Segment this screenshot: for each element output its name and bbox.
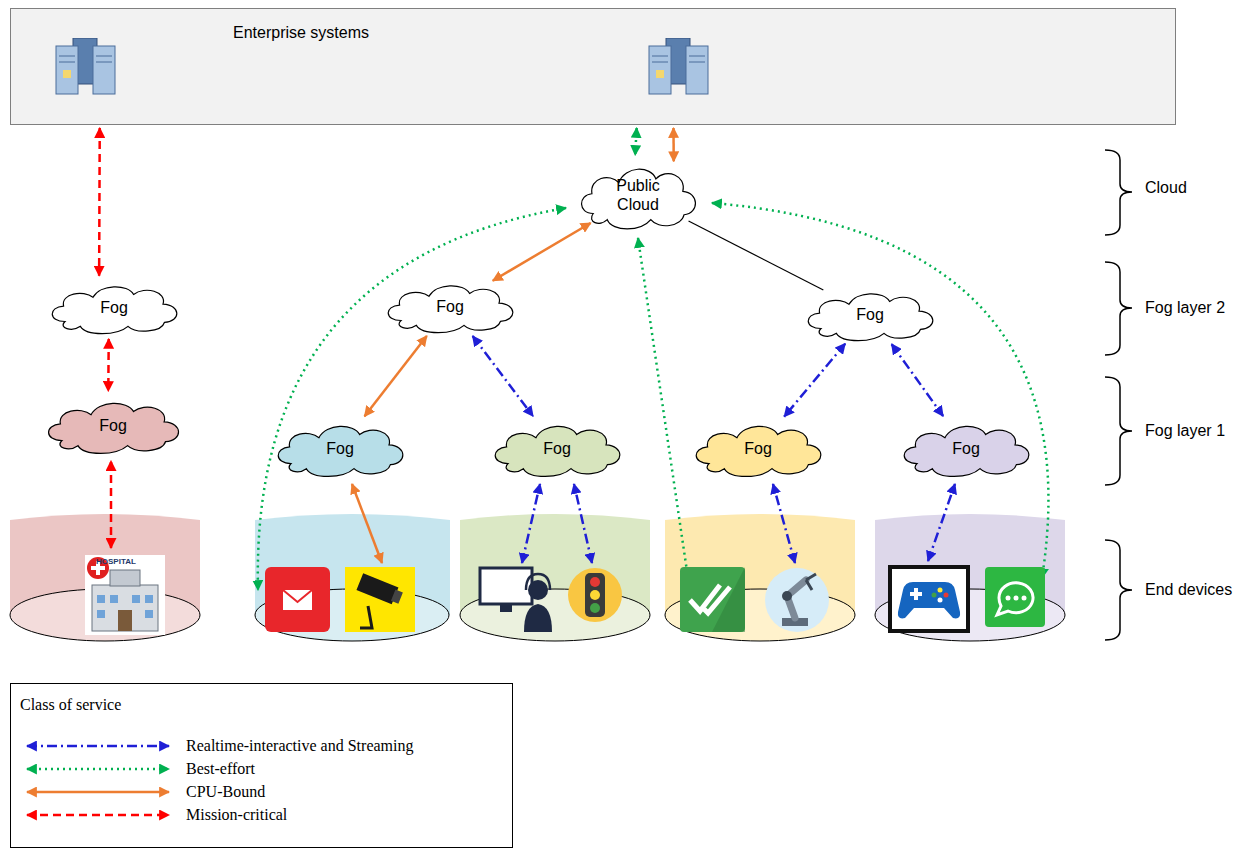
cloud-node: Fog [380, 277, 520, 335]
node-label: Fog [326, 439, 354, 458]
cloud-outline [574, 158, 702, 232]
node-label: Fog [436, 297, 464, 316]
cloud-node: Fog [44, 278, 184, 336]
connector [892, 344, 943, 416]
cloud-node: Fog [896, 417, 1036, 479]
layer-label: Fog layer 1 [1145, 421, 1225, 440]
node-label: Fog [856, 305, 884, 324]
cloud-node: Public Cloud [574, 158, 702, 232]
connector [107, 339, 110, 391]
enterprise-band: Enterprise systems [10, 8, 1176, 125]
band-title: Enterprise systems [233, 23, 369, 42]
node-label: Fog [744, 439, 772, 458]
cloud-node: Fog [487, 417, 627, 479]
legend-text: CPU-Bound [186, 782, 265, 801]
connector [689, 221, 824, 290]
node-label: Fog [100, 298, 128, 317]
layer-label: Fog layer 2 [1145, 298, 1225, 317]
connector [473, 336, 533, 416]
cloud-node: Fog [688, 417, 828, 479]
legend-text: Realtime-interactive and Streaming [186, 736, 413, 755]
node-label: Public Cloud [606, 176, 670, 214]
connector [98, 128, 101, 276]
layer-label: Cloud [1145, 178, 1187, 197]
cloud-node: Fog [40, 394, 186, 456]
icon-text: HOSPITAL [96, 557, 136, 567]
legend-text: Best-effort [186, 759, 255, 778]
connector [365, 336, 427, 416]
legend-text: Mission-critical [186, 805, 287, 824]
connector [635, 128, 636, 155]
legend-title: Class of service [20, 695, 121, 714]
cloud-node: Fog [800, 285, 940, 343]
node-label: Fog [952, 439, 980, 458]
connector [672, 128, 675, 161]
cloud-node: Fog [270, 417, 410, 479]
connector [493, 223, 591, 281]
node-label: Fog [543, 439, 571, 458]
connector [784, 344, 845, 417]
node-label: Fog [99, 416, 127, 435]
layer-label: End devices [1145, 580, 1232, 599]
